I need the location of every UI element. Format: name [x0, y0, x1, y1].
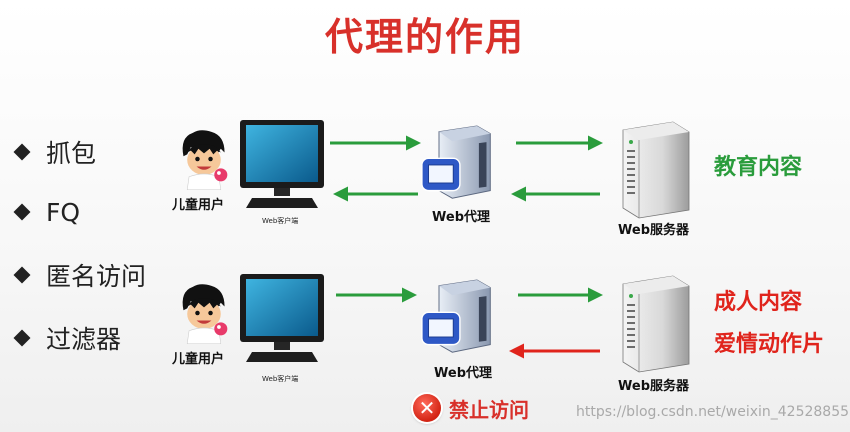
web-client-monitor-icon [240, 120, 324, 208]
bullet-label: 过滤器 [46, 325, 122, 354]
access-denied-label: 禁止访问 [449, 397, 529, 422]
child-user-label: 儿童用户 [172, 198, 225, 213]
web-proxy-server-icon [421, 279, 492, 353]
adult-content-label: 爱情动作片 [714, 332, 825, 357]
allowed-content-label: 教育内容 [714, 155, 803, 180]
bullet-item-fq: FQ [10, 194, 80, 230]
bullet-label: FQ [46, 197, 81, 227]
child-user-label: 儿童用户 [172, 352, 225, 367]
bullet-label: 抓包 [46, 139, 97, 168]
bullet-item-filter: 过滤器 [10, 320, 121, 356]
web-proxy-label: Web代理 [432, 210, 490, 225]
web-server-label: Web服务器 [618, 223, 689, 238]
access-denied-notice: ✕ 禁止访问 [413, 392, 529, 424]
bullet-label: 匿名访问 [46, 262, 147, 291]
source-watermark: https://blog.csdn.net/weixin_42528855 [576, 404, 850, 420]
bullet-item-capture: 抓包 [10, 134, 96, 170]
web-server-tower-icon [622, 121, 690, 219]
page-title: 代理的作用 [324, 15, 525, 59]
web-server-tower-icon [622, 275, 690, 373]
adult-content-label: 成人内容 [714, 290, 803, 315]
web-client-monitor-icon [240, 274, 324, 362]
web-server-label: Web服务器 [618, 379, 689, 394]
web-client-label: Web客户端 [262, 217, 299, 225]
bullet-item-anonymous: 匿名访问 [10, 257, 146, 293]
forbidden-x-icon: ✕ [413, 394, 441, 422]
web-client-label: Web客户端 [262, 375, 299, 383]
child-user-avatar-icon [182, 129, 228, 190]
web-proxy-label: Web代理 [434, 366, 492, 381]
web-proxy-server-icon [421, 125, 492, 199]
child-user-avatar-icon [182, 283, 228, 344]
